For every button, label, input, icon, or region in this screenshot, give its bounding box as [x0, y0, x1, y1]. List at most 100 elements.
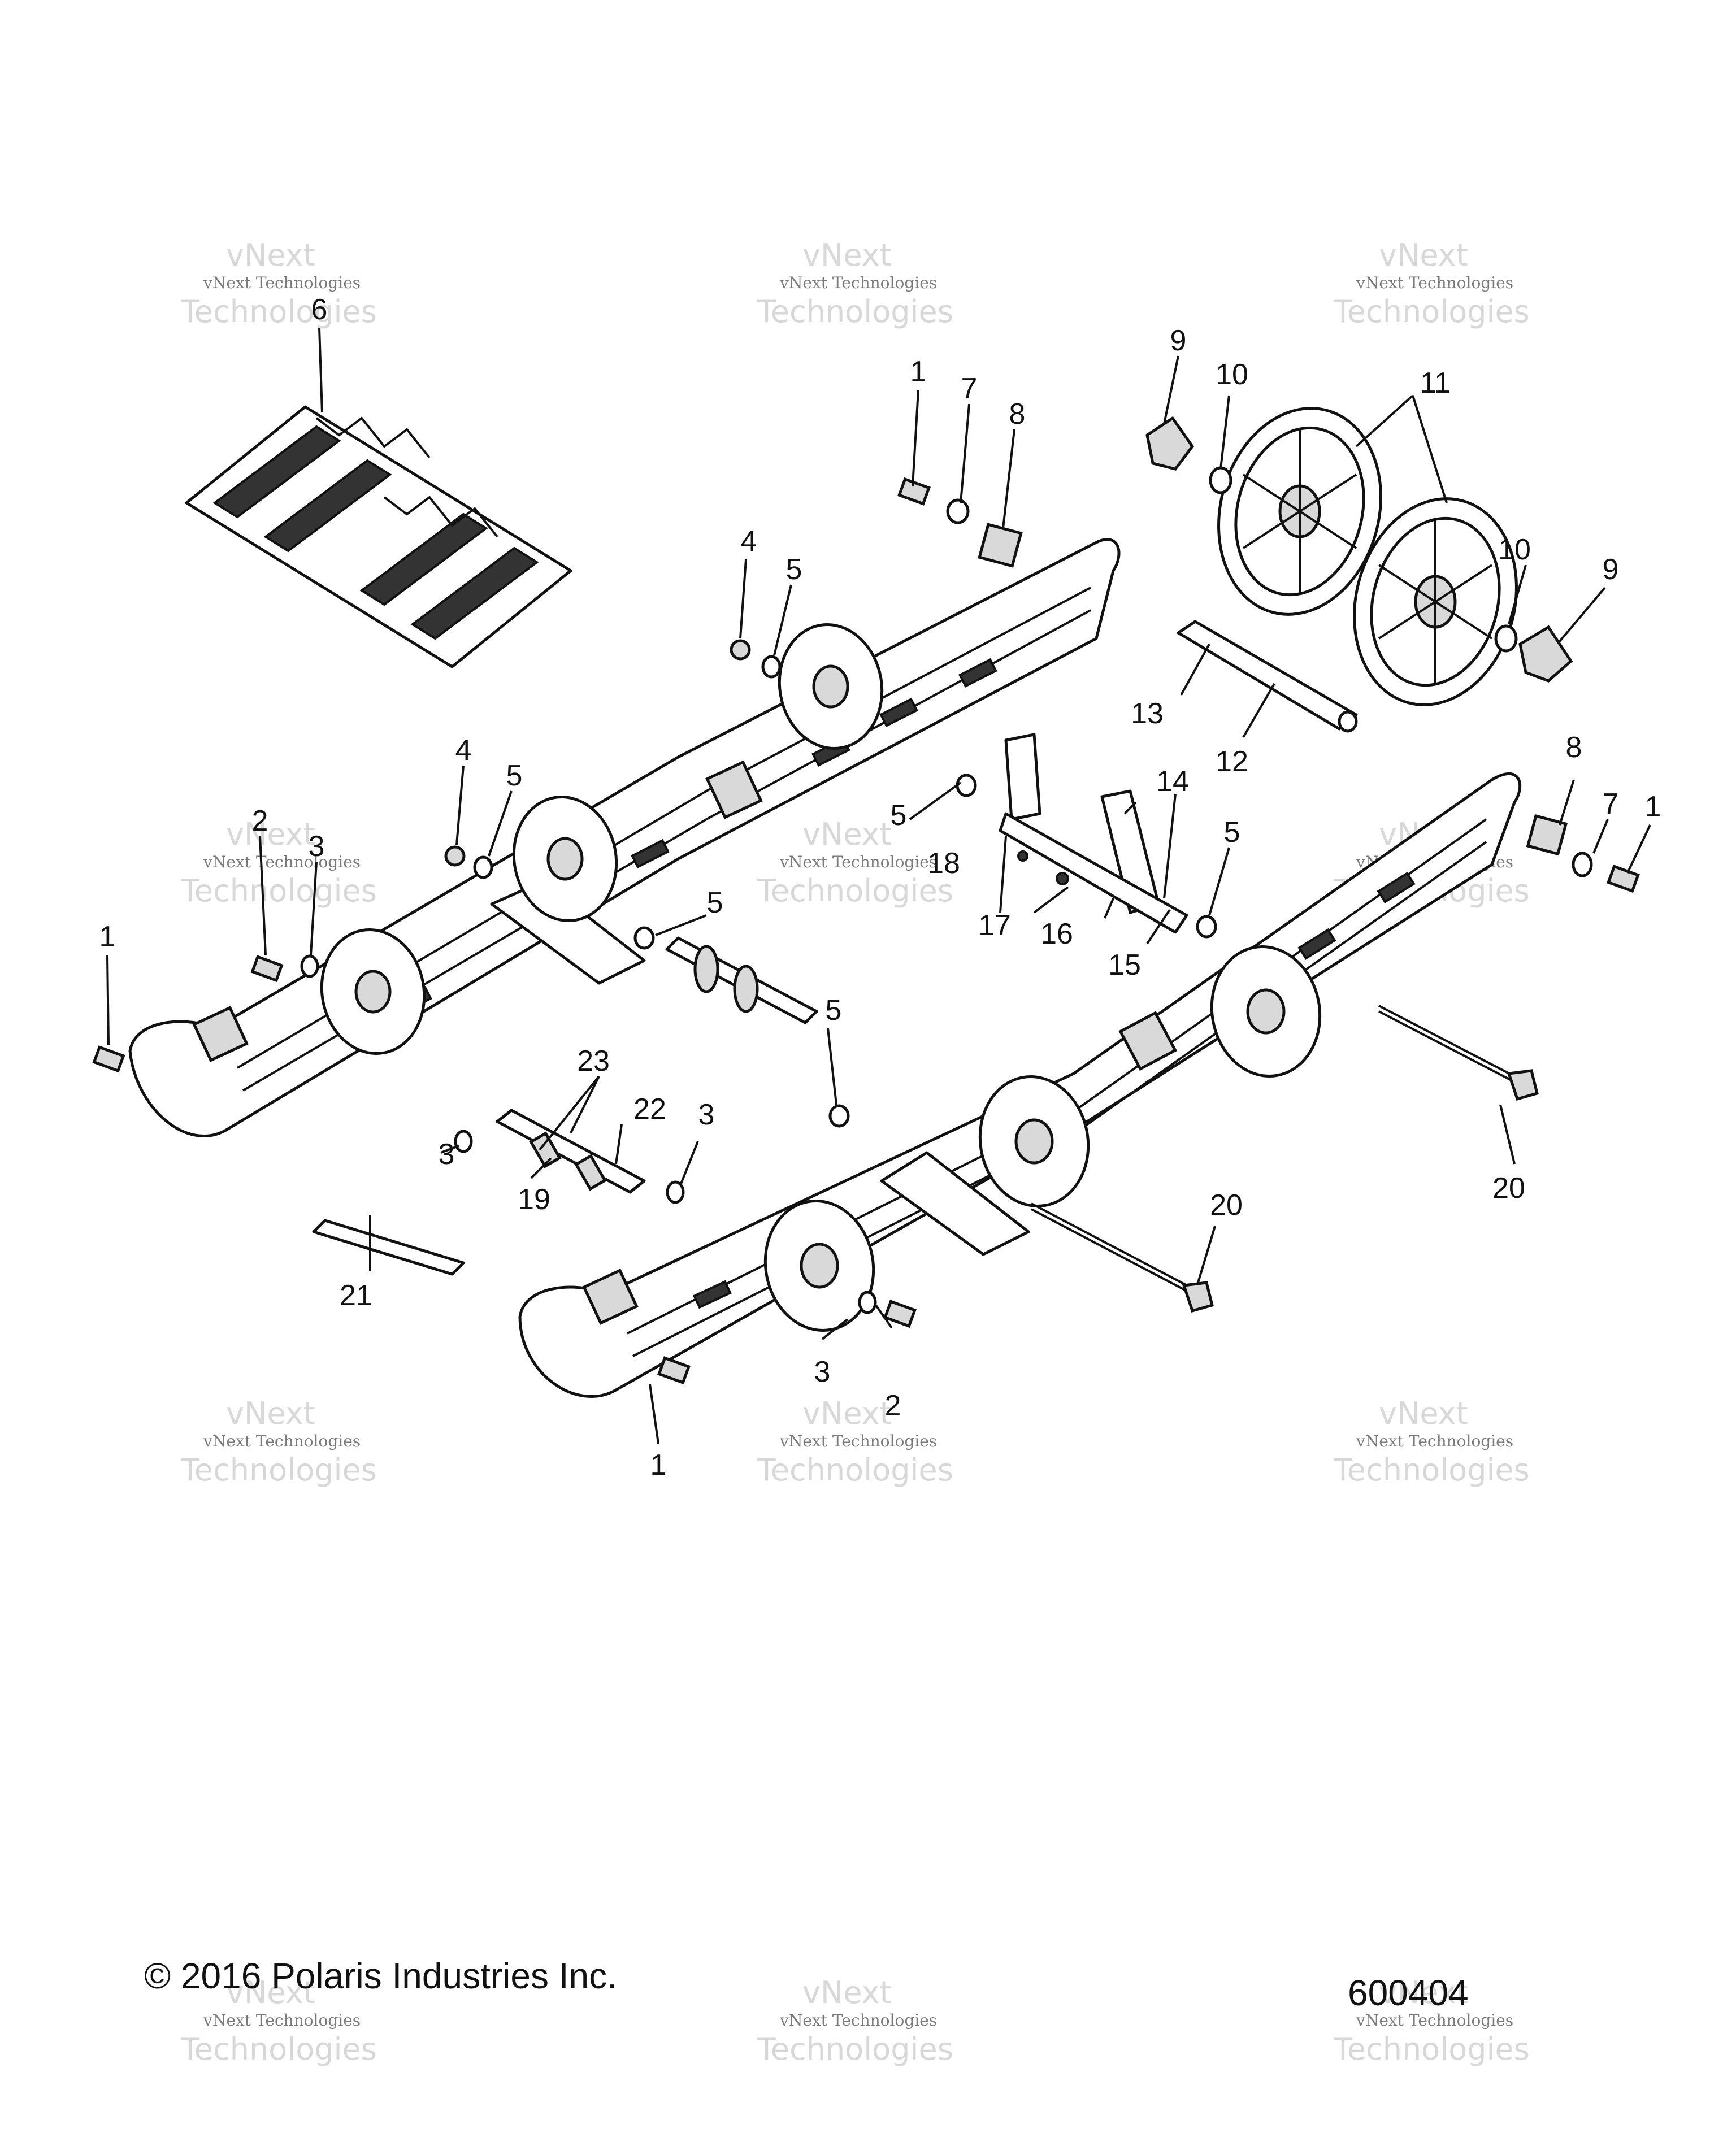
- callout-5: 5: [506, 759, 523, 792]
- callout-2: 2: [252, 805, 268, 837]
- callout-18: 18: [927, 847, 960, 880]
- idler-wheels-lower: [763, 945, 1322, 1332]
- callout-11: 11: [1420, 367, 1451, 399]
- part-10-rings: [1209, 466, 1518, 653]
- leader-lines: [106, 327, 1651, 1444]
- callout-14: 14: [1156, 765, 1189, 798]
- svg-text:Technologies: Technologies: [1333, 294, 1530, 329]
- callout-12: 12: [1216, 745, 1248, 778]
- callout-10: 10: [1498, 533, 1531, 566]
- callout-7: 7: [1603, 788, 1619, 820]
- callout-3: 3: [439, 1138, 455, 1171]
- callout-16: 16: [1040, 918, 1073, 950]
- watermark: vNext vNext Technologies Technologies: [1333, 1396, 1530, 1488]
- svg-text:vNext: vNext: [226, 237, 315, 273]
- callout-22: 22: [633, 1093, 666, 1126]
- part-14-18-bracket: [999, 733, 1188, 934]
- callout-labels: 1 1 1 1 2 2 3 3 3 3 4 4 5 5 5 5 5 5 6 7 …: [99, 293, 1661, 1482]
- callout-20: 20: [1210, 1189, 1243, 1222]
- callout-5: 5: [826, 994, 842, 1027]
- watermark: vNext vNext Technologies Technologies: [180, 1975, 377, 2067]
- svg-text:vNext: vNext: [802, 237, 892, 273]
- part-11-rear-wheels: [1217, 407, 1518, 706]
- watermark: vNext vNext Technologies Technologies: [757, 816, 953, 909]
- fasteners: [92, 477, 1640, 1385]
- part-21-rod: [312, 1219, 465, 1276]
- svg-text:vNext: vNext: [1379, 1396, 1468, 1431]
- svg-text:vNext Technologies: vNext Technologies: [203, 853, 361, 871]
- callout-17: 17: [978, 909, 1011, 942]
- svg-text:Technologies: Technologies: [757, 1452, 953, 1488]
- watermark: vNext vNext Technologies Technologies: [1333, 1975, 1530, 2067]
- svg-text:vNext Technologies: vNext Technologies: [1356, 2011, 1513, 2030]
- svg-text:vNext Technologies: vNext Technologies: [779, 853, 937, 871]
- svg-text:vNext Technologies: vNext Technologies: [779, 1432, 937, 1450]
- svg-text:vNext: vNext: [802, 1975, 892, 2010]
- svg-text:Technologies: Technologies: [180, 1452, 377, 1488]
- svg-text:Technologies: Technologies: [180, 873, 377, 909]
- callout-9: 9: [1170, 324, 1187, 357]
- drawing-number: 600404: [1348, 1973, 1469, 2013]
- svg-text:vNext Technologies: vNext Technologies: [203, 273, 361, 292]
- callout-1: 1: [99, 920, 116, 953]
- svg-text:Technologies: Technologies: [180, 2031, 377, 2067]
- svg-text:vNext Technologies: vNext Technologies: [1356, 1432, 1513, 1450]
- callout-21: 21: [340, 1279, 372, 1312]
- part-6-wear-strips: [185, 405, 572, 668]
- part-9-wheel-caps: [1145, 416, 1573, 683]
- callout-8: 8: [1566, 731, 1582, 764]
- callout-20: 20: [1492, 1172, 1525, 1205]
- callout-13: 13: [1131, 697, 1164, 730]
- callout-8: 8: [1009, 398, 1026, 431]
- svg-text:vNext: vNext: [226, 1396, 315, 1431]
- part-12-rear-axle: [1177, 620, 1358, 733]
- svg-text:vNext: vNext: [1379, 1975, 1468, 2010]
- svg-text:vNext: vNext: [802, 816, 892, 852]
- callout-1: 1: [650, 1449, 667, 1482]
- part-20-long-bolts: [1031, 1005, 1539, 1313]
- callout-4: 4: [455, 734, 472, 767]
- callout-5: 5: [891, 799, 907, 832]
- svg-text:vNext Technologies: vNext Technologies: [203, 1432, 361, 1450]
- callout-10: 10: [1216, 358, 1248, 391]
- watermarks: vNext vNext Technologies Technologies vN…: [180, 237, 1530, 2067]
- callout-7: 7: [961, 372, 978, 405]
- watermark: vNext vNext Technologies Technologies: [180, 1396, 377, 1488]
- callout-15: 15: [1108, 949, 1141, 981]
- part-22-front-axle: [496, 1109, 646, 1194]
- svg-text:vNext Technologies: vNext Technologies: [779, 2011, 937, 2030]
- callout-19: 19: [518, 1183, 550, 1216]
- watermark: vNext vNext Technologies Technologies: [757, 1396, 953, 1488]
- callout-2: 2: [885, 1389, 901, 1422]
- svg-text:vNext: vNext: [226, 1975, 315, 2010]
- callout-3: 3: [814, 1356, 831, 1388]
- watermark: vNext vNext Technologies Technologies: [757, 1975, 953, 2067]
- svg-text:vNext Technologies: vNext Technologies: [779, 273, 937, 292]
- callout-9: 9: [1603, 553, 1619, 586]
- callout-1: 1: [1645, 790, 1661, 823]
- center-shaft: [665, 936, 818, 1024]
- svg-text:Technologies: Technologies: [757, 294, 953, 329]
- svg-text:Technologies: Technologies: [757, 2031, 953, 2067]
- svg-text:Technologies: Technologies: [1333, 2031, 1530, 2067]
- svg-text:Technologies: Technologies: [180, 294, 377, 329]
- svg-text:vNext Technologies: vNext Technologies: [1356, 273, 1513, 292]
- idler-wheels-upper: [320, 623, 884, 1055]
- callout-6: 6: [311, 293, 328, 326]
- callout-5: 5: [786, 553, 802, 586]
- callout-3: 3: [698, 1098, 715, 1131]
- callout-5: 5: [707, 887, 723, 919]
- callout-4: 4: [741, 525, 757, 558]
- svg-text:vNext Technologies: vNext Technologies: [203, 2011, 361, 2030]
- copyright-notice: © 2016 Polaris Industries Inc.: [144, 1956, 617, 1996]
- callout-3: 3: [309, 830, 325, 863]
- callout-23: 23: [577, 1045, 610, 1078]
- svg-text:vNext: vNext: [226, 816, 315, 852]
- svg-text:vNext: vNext: [1379, 237, 1468, 273]
- callout-5: 5: [1224, 816, 1240, 849]
- watermark: vNext vNext Technologies Technologies: [1333, 237, 1530, 329]
- watermark: vNext vNext Technologies Technologies: [757, 237, 953, 329]
- watermark: vNext vNext Technologies Technologies: [180, 816, 377, 909]
- svg-text:vNext: vNext: [802, 1396, 892, 1431]
